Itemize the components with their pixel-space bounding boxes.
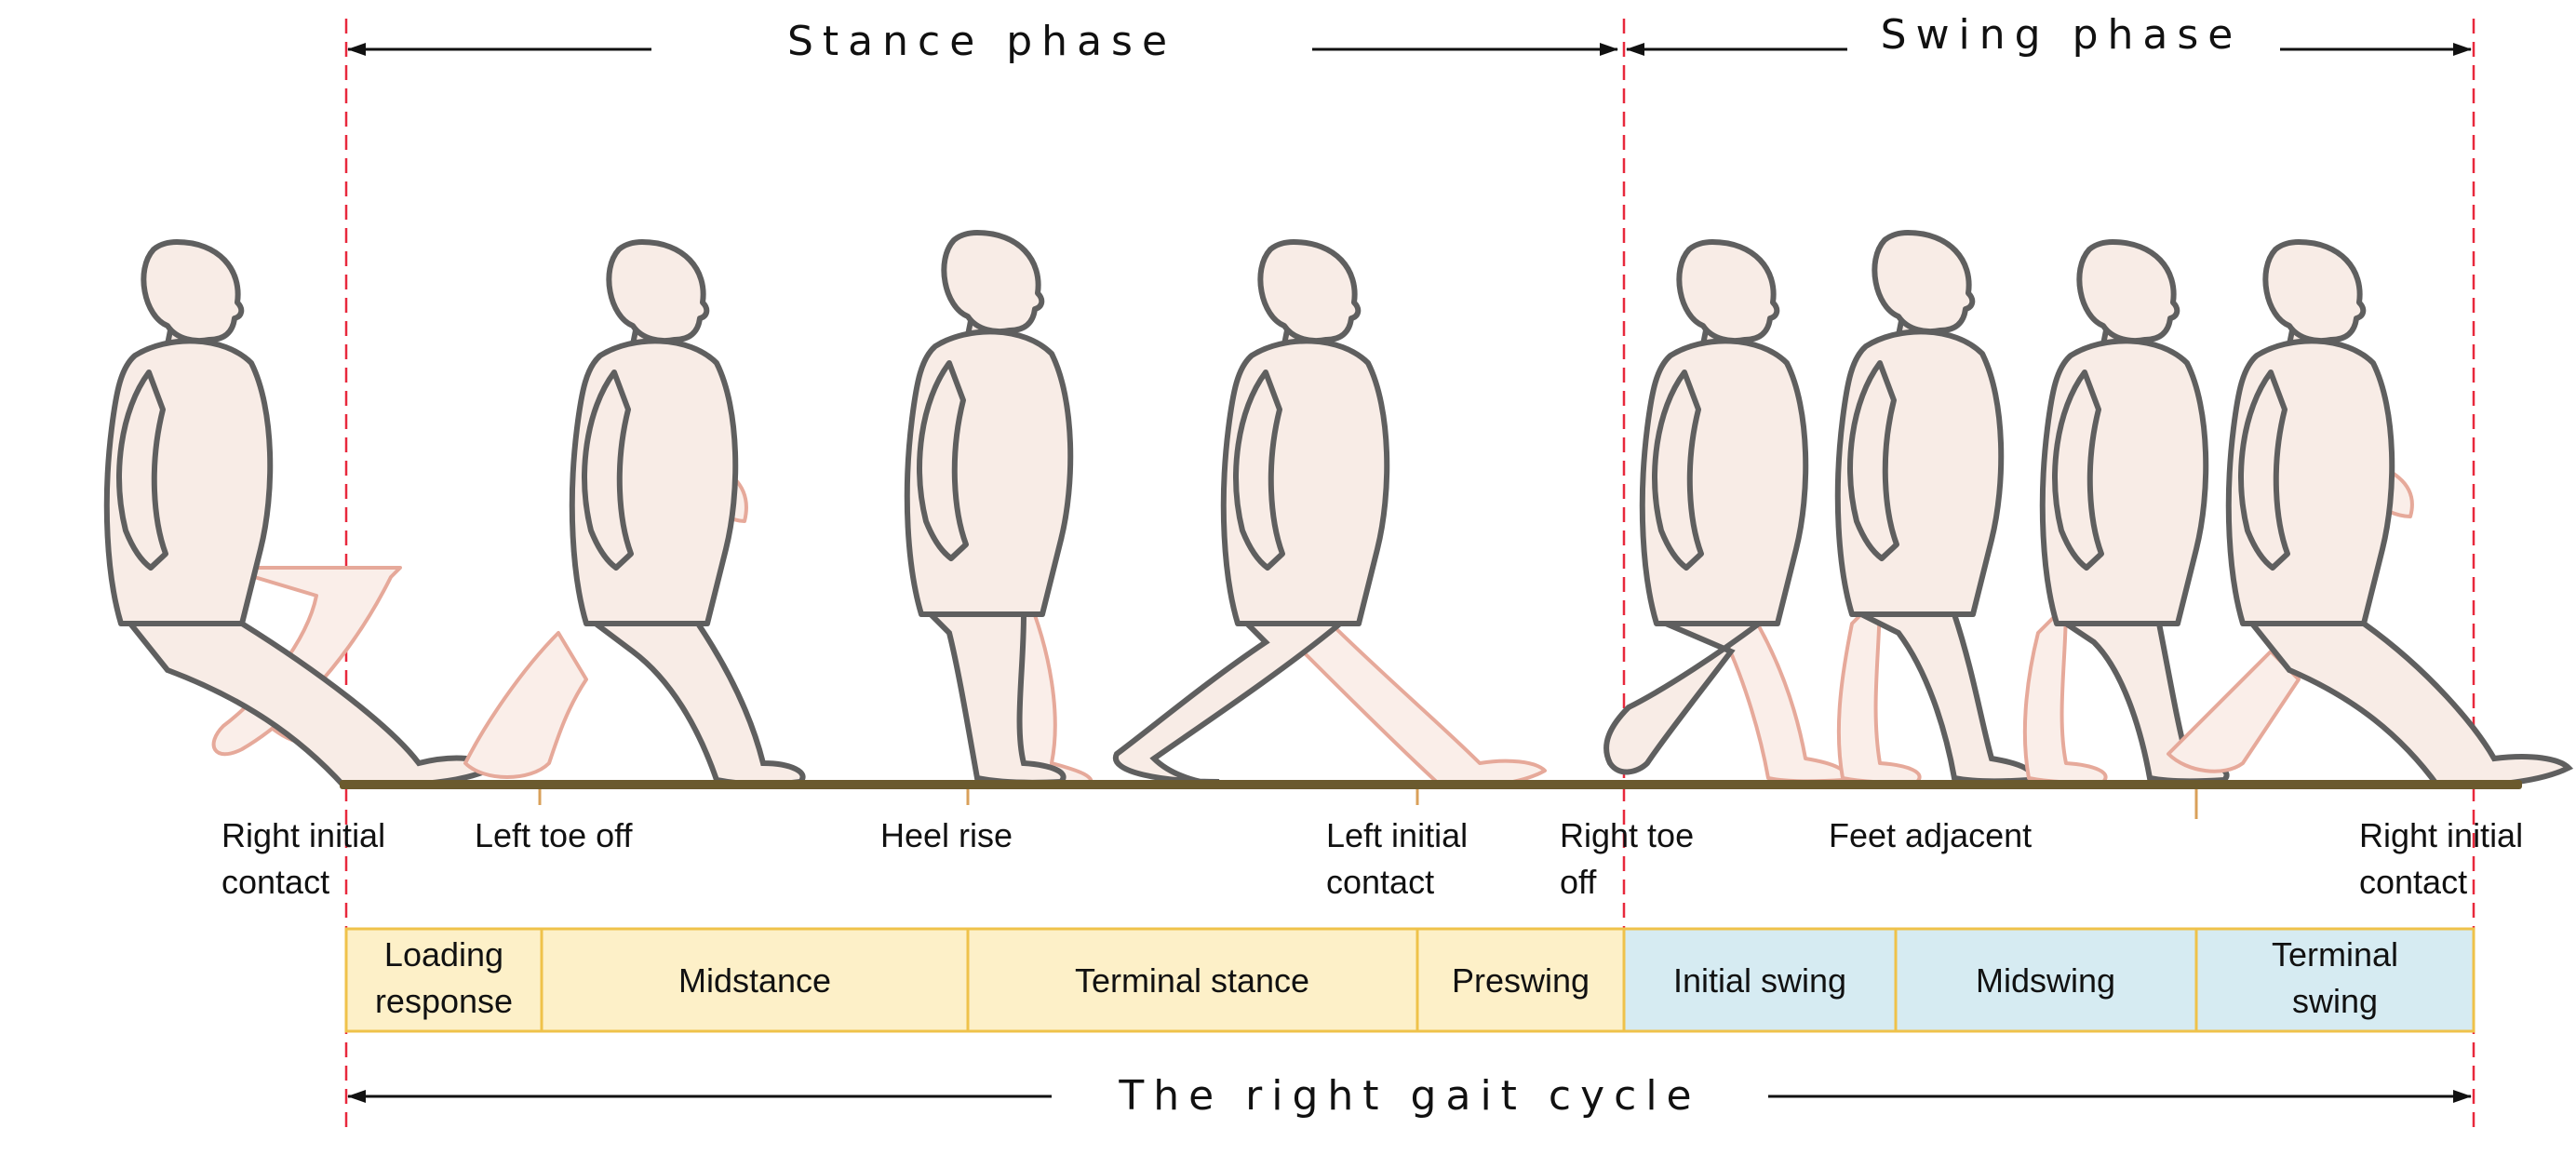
event-label: Right initial xyxy=(221,816,385,854)
event-label: off xyxy=(1560,863,1597,901)
event-labels: Right initial contact Left toe off Heel … xyxy=(221,816,2523,901)
event-label: Feet adjacent xyxy=(1829,816,2032,854)
subphase-box-loading-response xyxy=(344,927,543,1033)
gait-cycle-title: The right gait cycle xyxy=(1118,1072,1700,1120)
subphase-label: Midswing xyxy=(1976,961,2115,1000)
subphase-label: Terminal stance xyxy=(1075,961,1309,1000)
event-label: Left toe off xyxy=(475,816,633,854)
subphase-box-terminal-swing xyxy=(2194,927,2475,1033)
event-label: Left initial xyxy=(1326,816,1468,854)
stance-phase-title: Stance phase xyxy=(787,18,1176,65)
walking-figures xyxy=(107,233,2574,790)
subphase-boxes: Loading response Midstance Terminal stan… xyxy=(344,927,2475,1033)
subphase-label: swing xyxy=(2292,982,2378,1020)
event-label: Right initial xyxy=(2359,816,2523,854)
event-label: Right toe xyxy=(1560,816,1694,854)
subphase-box-preswing xyxy=(1415,927,1626,1033)
subphase-label: Terminal xyxy=(2272,935,2398,974)
event-label: Heel rise xyxy=(880,816,1013,854)
subphase-label: Midstance xyxy=(678,961,831,1000)
subphase-label: Loading xyxy=(384,935,503,974)
ground-line xyxy=(340,780,2522,789)
subphase-box-terminal-stance xyxy=(966,927,1419,1033)
subphase-label: Preswing xyxy=(1452,961,1590,1000)
subphase-box-initial-swing xyxy=(1622,927,1898,1033)
subphase-label: Initial swing xyxy=(1673,961,1846,1000)
swing-phase-title: Swing phase xyxy=(1881,11,2243,59)
event-label: contact xyxy=(1326,863,1434,901)
subphase-box-midstance xyxy=(540,927,970,1033)
event-label: contact xyxy=(221,863,329,901)
event-label: contact xyxy=(2359,863,2467,901)
subphase-label: response xyxy=(375,982,513,1020)
subphase-box-midswing xyxy=(1894,927,2198,1033)
